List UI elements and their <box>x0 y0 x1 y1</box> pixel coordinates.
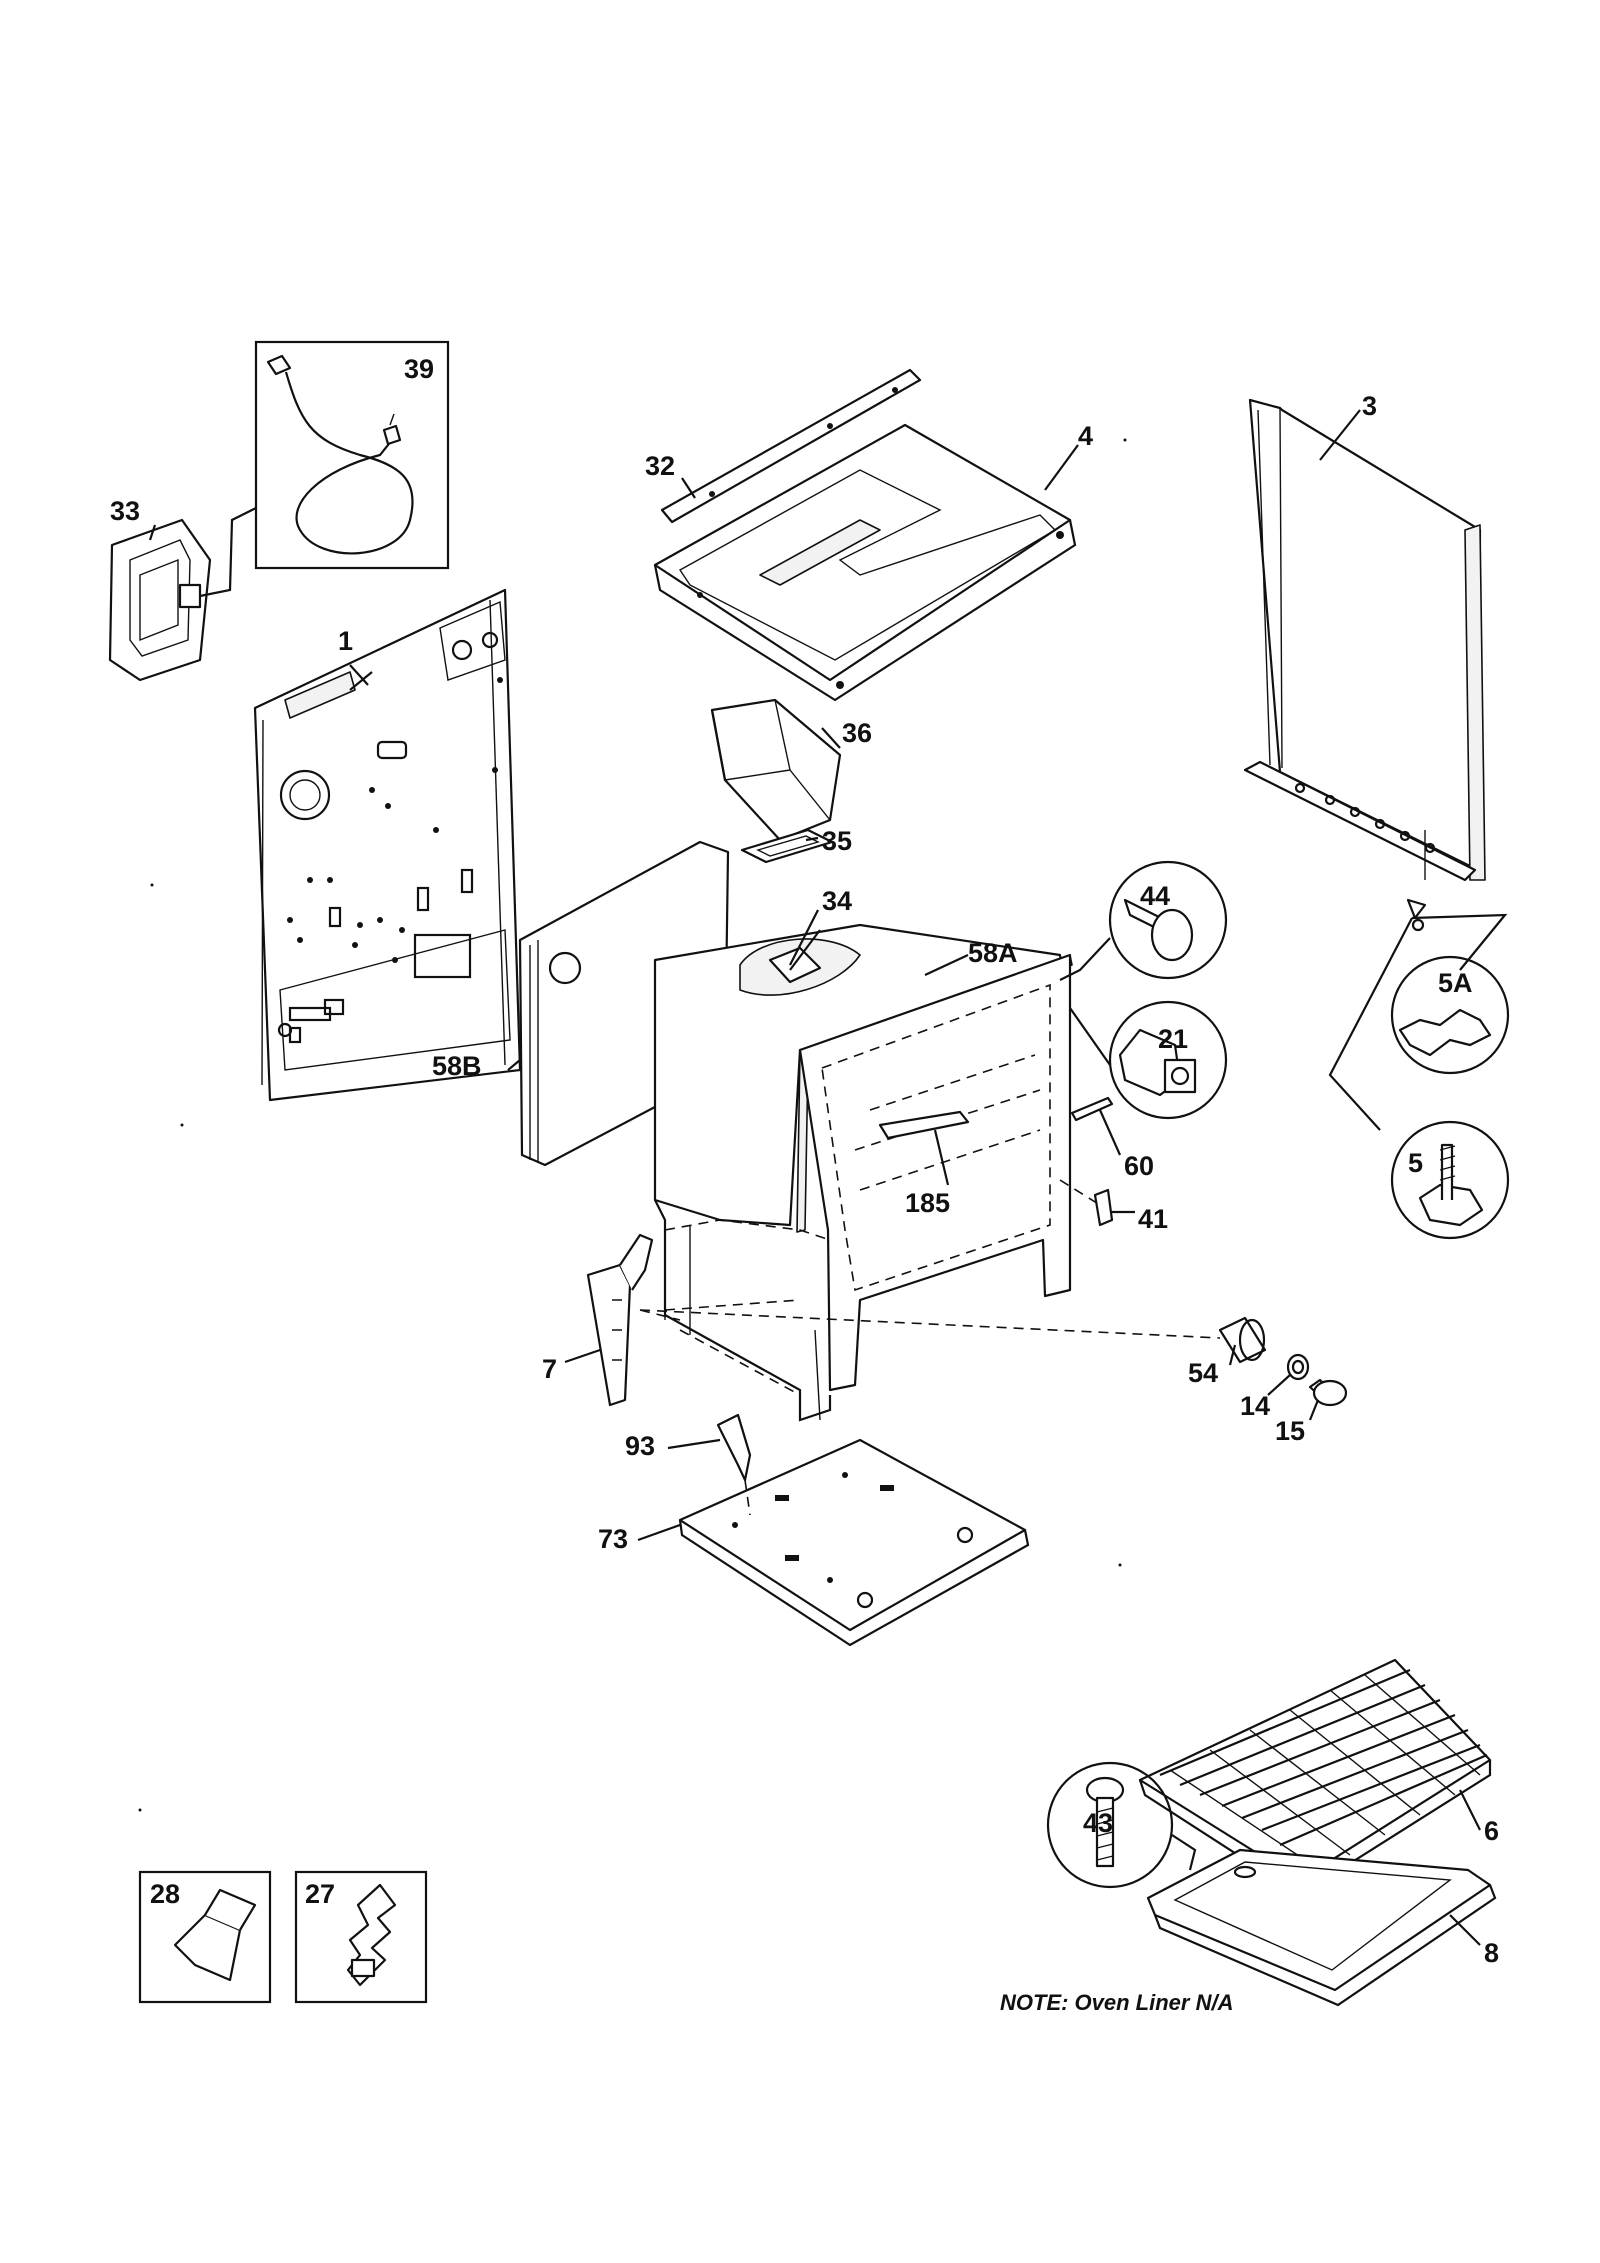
part-73-bottom-panel <box>678 1438 1030 1647</box>
label-36: 36 <box>842 718 872 748</box>
part-39-power-cord <box>254 340 450 570</box>
part-6-oven-rack <box>1138 1658 1492 1897</box>
part-32-top-strip <box>660 368 922 524</box>
label-14: 14 <box>1240 1391 1270 1421</box>
speck <box>150 883 154 887</box>
part-41-clip <box>1093 1188 1114 1227</box>
clip-dash-line <box>1059 1179 1101 1206</box>
callout-leaders-44-21 <box>1059 937 1111 1066</box>
label-34: 34 <box>822 886 852 916</box>
label-58a: 58A <box>968 938 1018 968</box>
label-43: 43 <box>1083 1808 1113 1838</box>
label-6: 6 <box>1484 1816 1499 1846</box>
part-5-leveling-leg <box>1328 898 1510 1240</box>
speck <box>138 1808 142 1812</box>
label-185: 185 <box>905 1188 950 1218</box>
label-15: 15 <box>1275 1416 1305 1446</box>
part-44-knob <box>1108 860 1228 980</box>
label-60: 60 <box>1124 1151 1154 1181</box>
part-labels: 39 33 1 32 4 3 36 35 34 58A 58B 44 21 5A… <box>110 354 1499 1968</box>
label-8: 8 <box>1484 1938 1499 1968</box>
part-28-clip <box>138 1870 272 2004</box>
label-3: 3 <box>1362 391 1377 421</box>
part-43-screw <box>1046 1761 1197 1889</box>
label-35: 35 <box>822 826 852 856</box>
part-60-pin <box>1070 1096 1114 1122</box>
speck <box>1118 1563 1122 1567</box>
label-73: 73 <box>598 1524 628 1554</box>
label-58b: 58B <box>432 1051 482 1081</box>
part-15-bulb <box>1308 1378 1348 1407</box>
part-21-clip <box>1108 1000 1228 1120</box>
light-assembly-dash-line <box>639 1309 1221 1339</box>
label-1: 1 <box>338 626 353 656</box>
part-54-light-socket <box>1218 1316 1267 1364</box>
label-27: 27 <box>305 1879 335 1909</box>
part-35-gasket <box>740 828 834 864</box>
leader-lines <box>148 409 1481 1946</box>
label-54: 54 <box>1188 1358 1218 1388</box>
part-3-side-panel <box>1243 398 1486 882</box>
label-93: 93 <box>625 1431 655 1461</box>
part-4-top-frame <box>653 423 1077 702</box>
part-14-lens-ring <box>1286 1353 1310 1381</box>
part-33-terminal-bracket <box>108 507 257 682</box>
oven-liner-note: NOTE: Oven Liner N/A <box>1000 1990 1233 2015</box>
label-7: 7 <box>542 1354 557 1384</box>
label-5a: 5A <box>1438 968 1473 998</box>
label-41: 41 <box>1138 1204 1168 1234</box>
part-8-broiler-pan <box>1146 1848 1497 2007</box>
speck <box>180 1123 184 1127</box>
label-33: 33 <box>110 496 140 526</box>
part-27-spring <box>294 1870 428 2004</box>
part-36-vent-duct <box>710 698 842 842</box>
label-5: 5 <box>1408 1148 1423 1178</box>
label-32: 32 <box>645 451 675 481</box>
part-93-bracket <box>716 1413 752 1516</box>
label-21: 21 <box>1158 1024 1188 1054</box>
part-1-back-panel <box>253 588 522 1102</box>
label-39: 39 <box>404 354 434 384</box>
label-4: 4 <box>1078 421 1093 451</box>
speck <box>1123 438 1127 442</box>
part-7-door-hinge <box>586 1233 654 1407</box>
label-44: 44 <box>1140 881 1170 911</box>
hinge-dash-line <box>639 1309 681 1321</box>
label-28: 28 <box>150 1879 180 1909</box>
oven-cabinet-body <box>653 923 1073 1422</box>
